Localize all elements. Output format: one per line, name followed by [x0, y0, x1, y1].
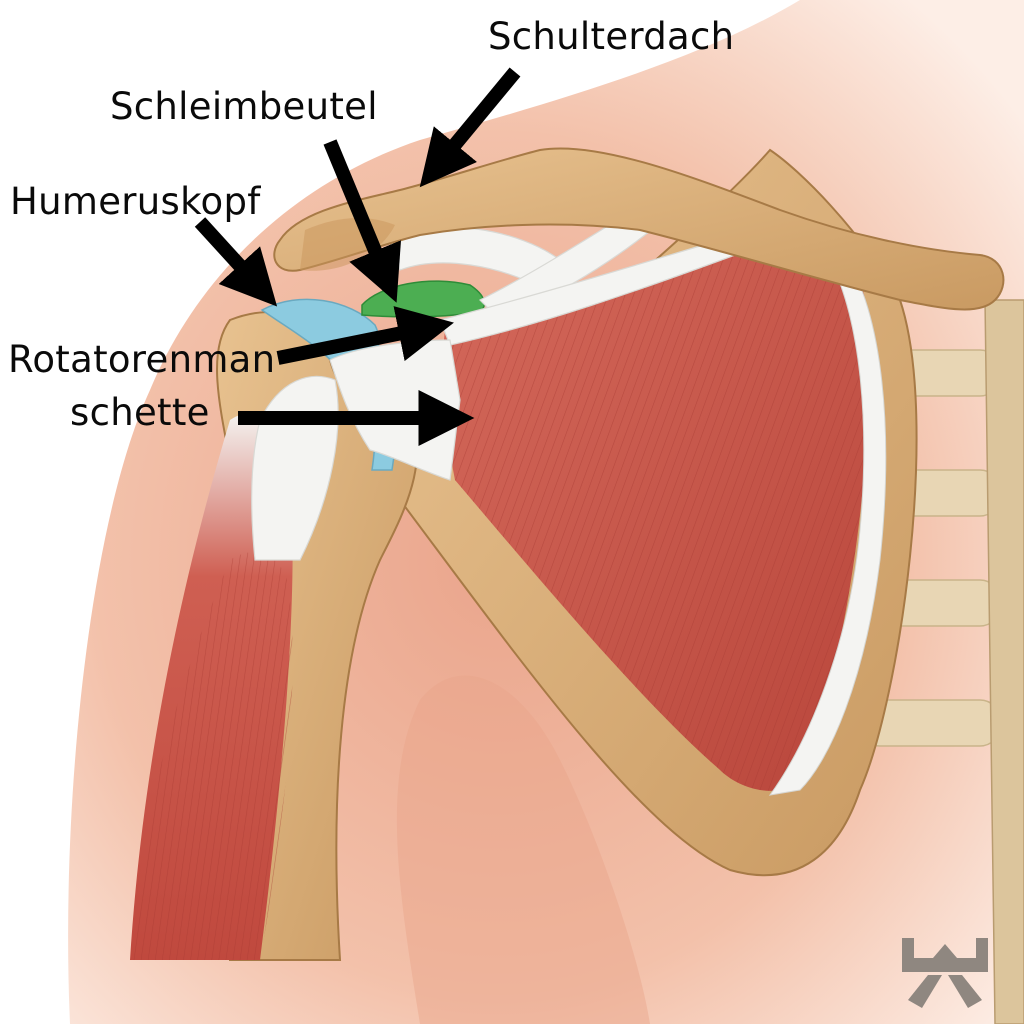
label-schleimbeutel: Schleimbeutel: [110, 85, 378, 128]
scapula-tendon-border: [768, 249, 887, 796]
label-humeruskopf: Humeruskopf: [10, 180, 261, 223]
arrow-rotatorenmanschette-tendon: [276, 306, 454, 365]
arrow-schleimbeutel: [323, 139, 402, 303]
label-schulterdach: Schulterdach: [488, 15, 735, 58]
arrow-humeruskopf: [194, 217, 278, 307]
label-rotatorenmanschette-line1: Rotatorenman: [8, 338, 276, 381]
acromion-clavicle: [273, 147, 1005, 311]
label-rotatorenmanschette-line2: schette: [70, 391, 210, 434]
watermark-logo-icon: [902, 938, 988, 1008]
arrow-schulterdach: [419, 67, 521, 188]
spine: [984, 299, 1024, 1025]
